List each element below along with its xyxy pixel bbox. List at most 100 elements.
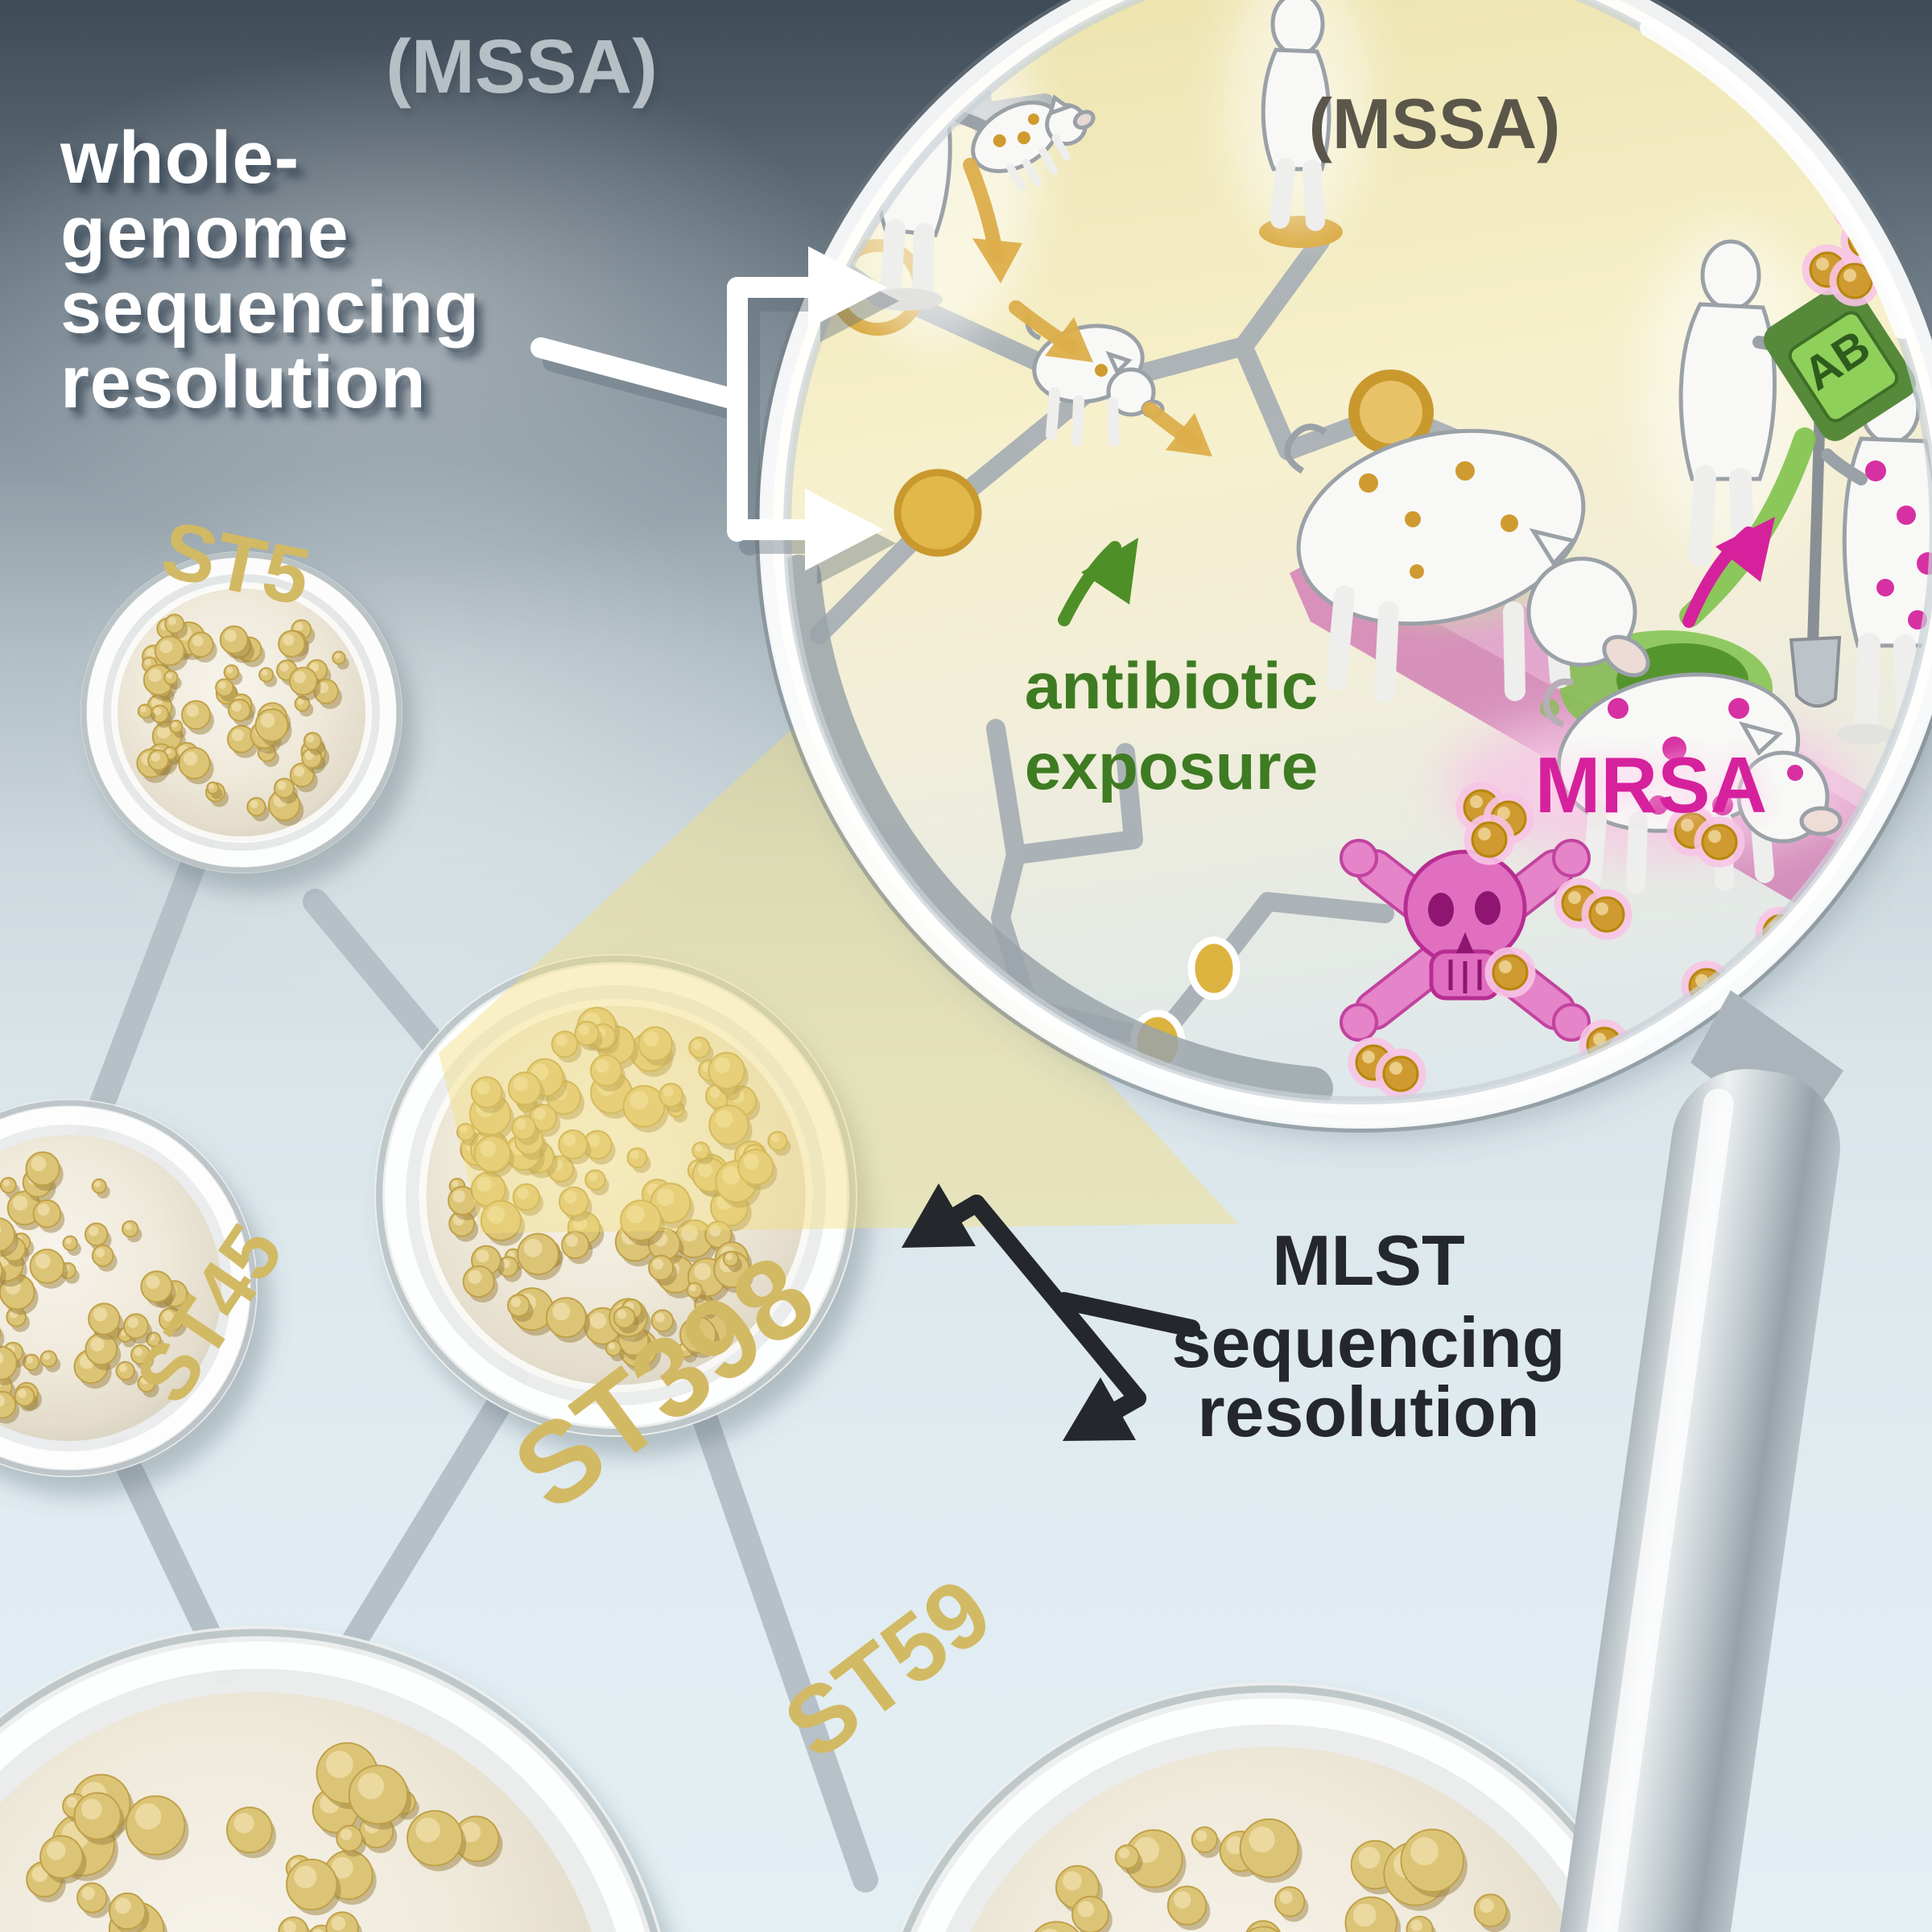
colony-blob xyxy=(617,1310,627,1319)
lens-highlight xyxy=(1640,19,1911,339)
colonies-st59 xyxy=(1034,1818,1511,1932)
mlst-title-line1: MLST xyxy=(1272,1220,1465,1300)
colony-blob xyxy=(630,1150,639,1159)
piglet-carried xyxy=(971,94,1096,192)
colony-blob xyxy=(1701,824,1738,861)
colony-blob xyxy=(643,1031,659,1046)
colony-blob xyxy=(218,681,226,689)
colony-blob xyxy=(1353,1903,1377,1927)
colony-blob xyxy=(477,1176,492,1192)
colony-blob xyxy=(578,1024,589,1035)
green-arrow xyxy=(1058,541,1121,626)
colonies-bottom-left xyxy=(26,1742,503,1932)
colony-blob xyxy=(277,781,287,791)
colony-blob xyxy=(144,658,151,666)
colony-blob xyxy=(652,1258,664,1270)
green-arrowhead xyxy=(1081,538,1138,605)
pig-eating-antibiotic xyxy=(1284,423,1650,703)
colony-blob xyxy=(588,1172,597,1182)
colony-blob xyxy=(43,1352,51,1360)
colony-blob xyxy=(283,1921,296,1932)
colony-blob xyxy=(233,1813,254,1834)
antibiotic-label-line1: antibiotic xyxy=(1024,650,1319,723)
colony-blob xyxy=(184,751,198,766)
colony-blob xyxy=(307,734,315,743)
colony-blob xyxy=(566,1234,578,1247)
colony-blob xyxy=(1478,828,1491,840)
colony-blob xyxy=(312,1929,324,1932)
colony-blob xyxy=(555,1034,568,1046)
colony-blob xyxy=(1499,960,1512,973)
lens-inner-shade xyxy=(782,555,1333,1105)
white-arrowhead-top xyxy=(808,246,887,328)
colony-blob xyxy=(124,1223,132,1231)
colony-blob xyxy=(476,1080,490,1095)
mlst-bracket-stub xyxy=(1055,1292,1200,1337)
colony-blob xyxy=(297,698,304,705)
colony-blob xyxy=(0,1261,3,1280)
colony-blob xyxy=(0,1394,6,1407)
colony-blob xyxy=(1247,1926,1280,1932)
transmission-arrows xyxy=(963,158,1775,628)
colony-blob xyxy=(513,1076,528,1092)
colony-blob xyxy=(12,1195,28,1211)
gold-dots xyxy=(993,114,1039,147)
colony-blob xyxy=(157,725,171,739)
colony-blob xyxy=(685,1321,702,1338)
mlst-network-stems xyxy=(74,831,878,1893)
colony-blob xyxy=(1484,947,1536,998)
colony-blob xyxy=(114,1897,131,1914)
colony-blob xyxy=(515,1119,526,1129)
colony-blob xyxy=(694,1263,712,1281)
colony-blob xyxy=(231,702,242,712)
colony-blob xyxy=(163,1311,174,1322)
colony-blob xyxy=(127,1317,138,1328)
wgs-title-line2: genome xyxy=(60,192,349,274)
colony-blob xyxy=(65,1237,72,1245)
colony-blob xyxy=(293,671,306,683)
colony-blob xyxy=(1041,1929,1059,1932)
mlst-bracket xyxy=(902,1183,1200,1441)
node-bottom-1 xyxy=(1187,936,1241,1001)
bracket-connector xyxy=(530,337,745,410)
wgs-bracket xyxy=(530,246,899,584)
mlst-title-line3: resolution xyxy=(1197,1372,1540,1451)
colony-blob xyxy=(294,622,303,632)
colony-blob xyxy=(1389,1062,1402,1075)
colony-blob xyxy=(341,1828,353,1841)
colony-blob xyxy=(334,653,341,659)
colony-blob xyxy=(480,1140,497,1157)
stem-st398-bottomright xyxy=(689,1397,878,1893)
colony-blob xyxy=(1681,819,1694,832)
colony-blob xyxy=(279,663,289,672)
pink-arrowhead xyxy=(1715,517,1775,582)
mrsa-label: MRSA xyxy=(1534,741,1768,829)
wgs-title-line3: sequencing xyxy=(60,266,481,349)
stem-st398-bottomleft xyxy=(340,1365,528,1657)
colony-blob xyxy=(715,1110,733,1128)
colony-blob xyxy=(0,1328,5,1349)
handle xyxy=(1552,1068,1840,1932)
colony-blob xyxy=(743,1154,760,1170)
petri-dish-st5 xyxy=(80,551,402,873)
colony-blob xyxy=(487,1205,506,1224)
colony-blob xyxy=(283,634,295,646)
colony-blob xyxy=(1358,1847,1381,1869)
colony-blob xyxy=(0,1225,2,1234)
colony-blob xyxy=(517,1187,529,1199)
colony-blob xyxy=(1279,1890,1293,1904)
colony-blob xyxy=(714,1057,730,1074)
colony-blob xyxy=(46,1841,66,1860)
colony-blob xyxy=(725,1253,733,1261)
gold-dots xyxy=(1359,461,1518,579)
colony-blob xyxy=(0,1352,4,1364)
colony-blob xyxy=(770,1133,780,1143)
colony-blob xyxy=(695,1144,703,1152)
colony-blob xyxy=(146,648,156,658)
colony-blob xyxy=(232,729,244,741)
colony-blob xyxy=(476,1249,489,1263)
petri-dish-bottom-left xyxy=(0,1626,661,1932)
colony-blob xyxy=(1816,258,1829,270)
colony-blob xyxy=(630,1091,649,1110)
colony-blob xyxy=(589,1312,607,1329)
